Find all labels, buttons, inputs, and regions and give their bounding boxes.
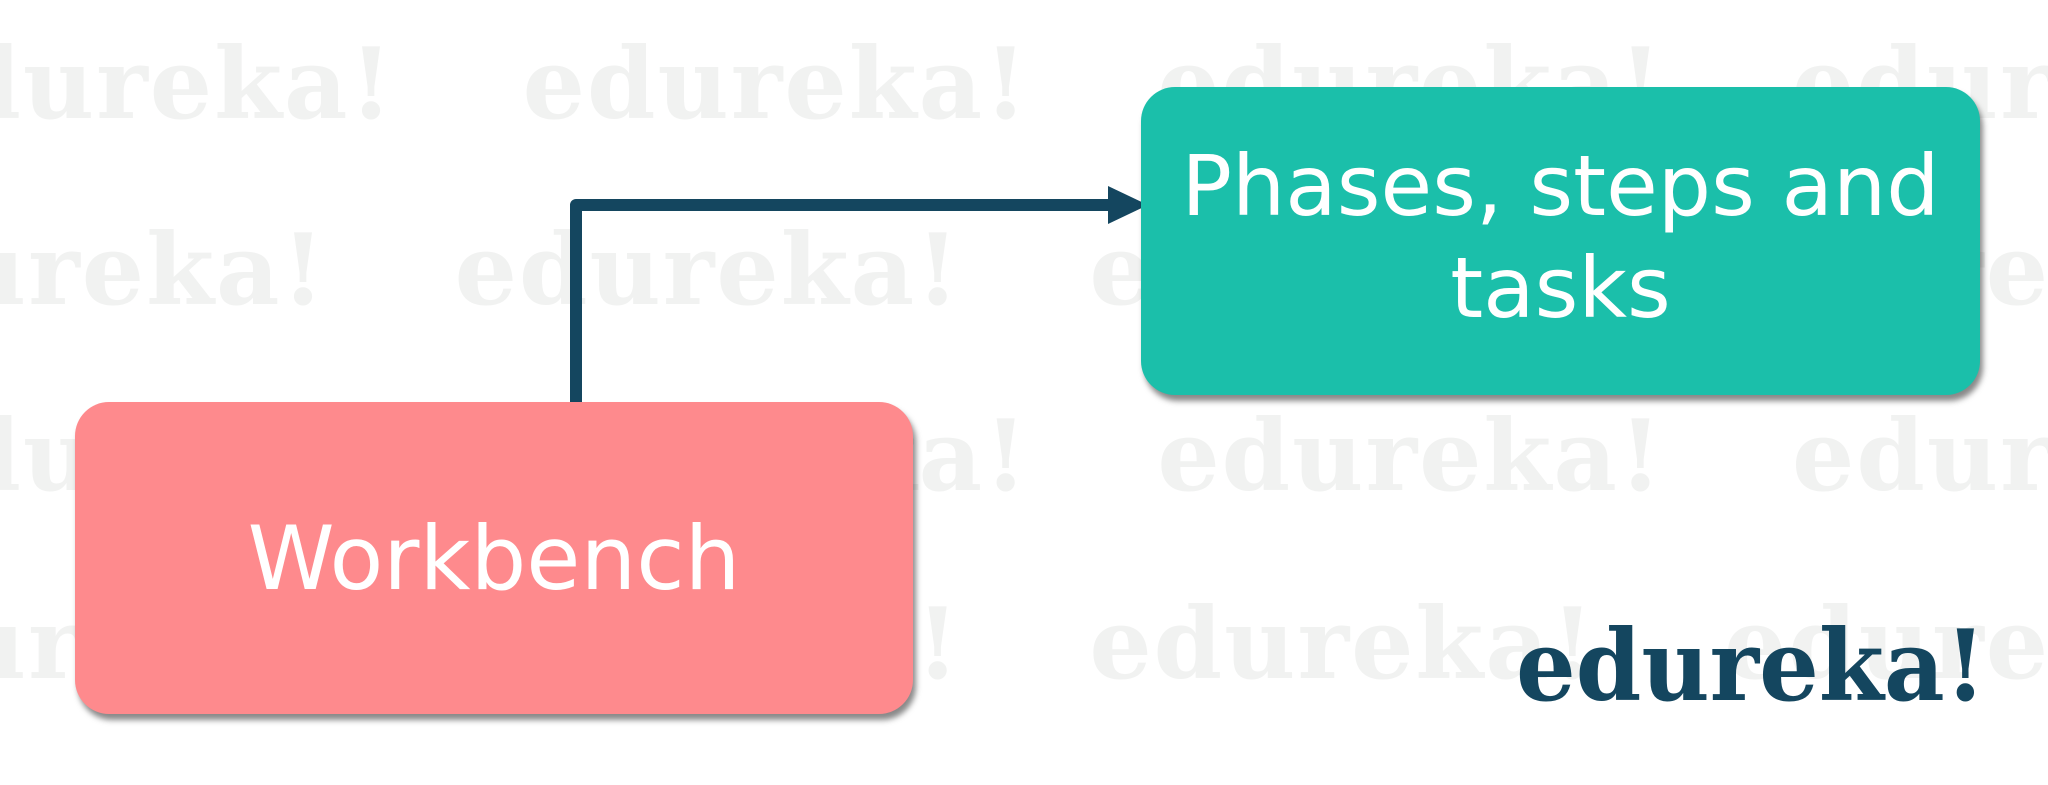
workbench-label: Workbench xyxy=(247,506,741,610)
arrowhead-icon xyxy=(1108,186,1148,224)
workbench-node: Workbench xyxy=(75,402,913,714)
phases-label: Phases, steps and tasks xyxy=(1181,136,1940,337)
connector-line xyxy=(570,199,1110,402)
logo-text: edureka! xyxy=(1516,609,1986,718)
phases-steps-tasks-node: Phases, steps and tasks xyxy=(1141,87,1980,395)
edureka-logo: edureka! xyxy=(1516,609,1986,718)
